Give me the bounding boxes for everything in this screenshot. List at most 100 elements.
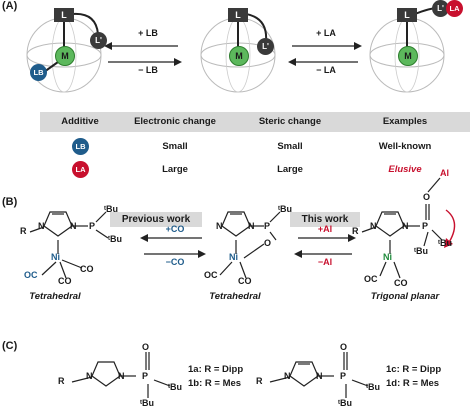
tbu-c2a: ᵗBu (366, 382, 380, 392)
tbu-2a: ᵗBu (278, 204, 292, 214)
banner-this-work: This work (290, 212, 360, 227)
co-2: CO (238, 276, 252, 286)
ligand-right (269, 352, 369, 398)
p-2: P (264, 221, 271, 231)
tbu-3b: ᵗBu (414, 246, 428, 256)
n-left-c2: N (284, 371, 291, 381)
tbu-3a: ᵗBu (438, 238, 452, 248)
la-steric: Large (277, 164, 303, 175)
rotation-arrow (445, 209, 456, 245)
p-1: P (89, 221, 96, 231)
ligand-box-1: L (54, 8, 74, 22)
r-group-1: R (20, 226, 27, 236)
header-electronic: Electronic change (134, 116, 216, 127)
oc-1: OC (24, 270, 38, 280)
ligand-prime-3: L' (432, 0, 449, 17)
header-examples: Examples (382, 116, 428, 127)
ni-2: Ni (229, 252, 238, 262)
n-right-c2: N (316, 371, 323, 381)
minus-co-text: −CO (165, 257, 185, 267)
panel-b-label: (B) (2, 196, 18, 208)
additive-lb-badge: LB (72, 138, 89, 155)
compound-1a: 1a: R = Dipp (188, 364, 244, 375)
arrow-label-plus-la: + LA (296, 28, 356, 38)
o-c1: O (142, 342, 150, 352)
panel-c-label: (C) (2, 340, 18, 352)
arrow-label-minus-al: −Al (300, 257, 350, 267)
arrow-label-plus-co: +CO (150, 224, 200, 234)
caption-right: Trigonal planar (370, 291, 440, 302)
equilibrium-arrows-b1 (140, 234, 206, 258)
compound-1c: 1c: R = Dipp (386, 364, 442, 375)
tbu-c2b: ᵗBu (338, 398, 352, 408)
n-right-3: N (402, 221, 409, 231)
n-right-2: N (248, 221, 255, 231)
tbu-1a: ᵗBu (104, 204, 118, 214)
minus-la-text: − LA (316, 65, 336, 75)
compound-1d: 1d: R = Mes (386, 378, 440, 389)
caption-left: Tetrahedral (29, 291, 81, 302)
tbu-1b: ᵗBu (108, 234, 122, 244)
plus-lb-text: + LB (138, 28, 158, 38)
tbu-c1b: ᵗBu (140, 398, 154, 408)
oc-3: OC (364, 274, 378, 284)
p-3: P (422, 221, 429, 231)
table-header-bar (40, 112, 470, 132)
ligand-box-2: L (228, 8, 248, 22)
minus-lb-text: − LB (138, 65, 158, 75)
ni-3: Ni (383, 252, 392, 262)
complex-middle (219, 211, 281, 279)
complex-right (361, 177, 443, 279)
lb-on-sphere: LB (30, 64, 47, 81)
r-group-c1: R (58, 376, 65, 386)
p-c1: P (142, 371, 149, 381)
co-1a: CO (58, 276, 72, 286)
panel-a-label: (A) (2, 0, 18, 12)
p-c2: P (340, 371, 347, 381)
arrow-label-minus-la: − LA (296, 65, 356, 75)
minus-al-text: −Al (317, 257, 333, 267)
lb-electronic: Small (162, 141, 188, 152)
plus-al-text: +Al (317, 224, 333, 234)
equilibrium-arrows-a1 (104, 42, 182, 66)
plus-co-text: +CO (165, 224, 185, 234)
ligand-left (71, 352, 171, 398)
ligand-prime-1: L' (90, 32, 107, 49)
n-left-3: N (370, 221, 377, 231)
n-left-1: N (38, 221, 45, 231)
al-3: Al (440, 168, 449, 178)
arrow-label-plus-lb: + LB (118, 28, 178, 38)
arrow-label-minus-co: −CO (150, 257, 200, 267)
caption-middle: Tetrahedral (209, 291, 261, 302)
tbu-c1a: ᵗBu (168, 382, 182, 392)
oc-2: OC (204, 270, 218, 280)
n-right-1: N (70, 221, 77, 231)
n-right-c1: N (118, 371, 125, 381)
rotation-arrowhead (444, 238, 453, 248)
co-3: CO (394, 278, 408, 288)
arrow-label-minus-lb: − LB (118, 65, 178, 75)
metal-1: M (55, 46, 75, 66)
ligand-prime-2: L' (257, 38, 274, 55)
r-group-3: R (352, 226, 359, 236)
lb-examples: Well-known (378, 141, 432, 152)
equilibrium-arrows-b2 (294, 234, 356, 258)
n-left-c1: N (86, 371, 93, 381)
additive-la-badge: LA (72, 161, 89, 178)
complex-left (29, 211, 109, 279)
o-c2: O (340, 342, 348, 352)
ligand-box-3: L (397, 8, 417, 22)
la-electronic: Large (162, 164, 188, 175)
lb-steric: Small (277, 141, 303, 152)
co-1b: CO (80, 264, 94, 274)
plus-la-text: + LA (316, 28, 336, 38)
ni-1: Ni (51, 252, 60, 262)
la-on-sphere: LA (446, 0, 463, 17)
la-examples: Elusive (388, 164, 422, 175)
sphere-2 (200, 13, 276, 93)
r-group-c2: R (256, 376, 263, 386)
header-steric: Steric change (258, 116, 322, 127)
arrow-label-plus-al: +Al (300, 224, 350, 234)
banner-previous-work: Previous work (110, 212, 202, 227)
header-additive: Additive (61, 116, 99, 127)
